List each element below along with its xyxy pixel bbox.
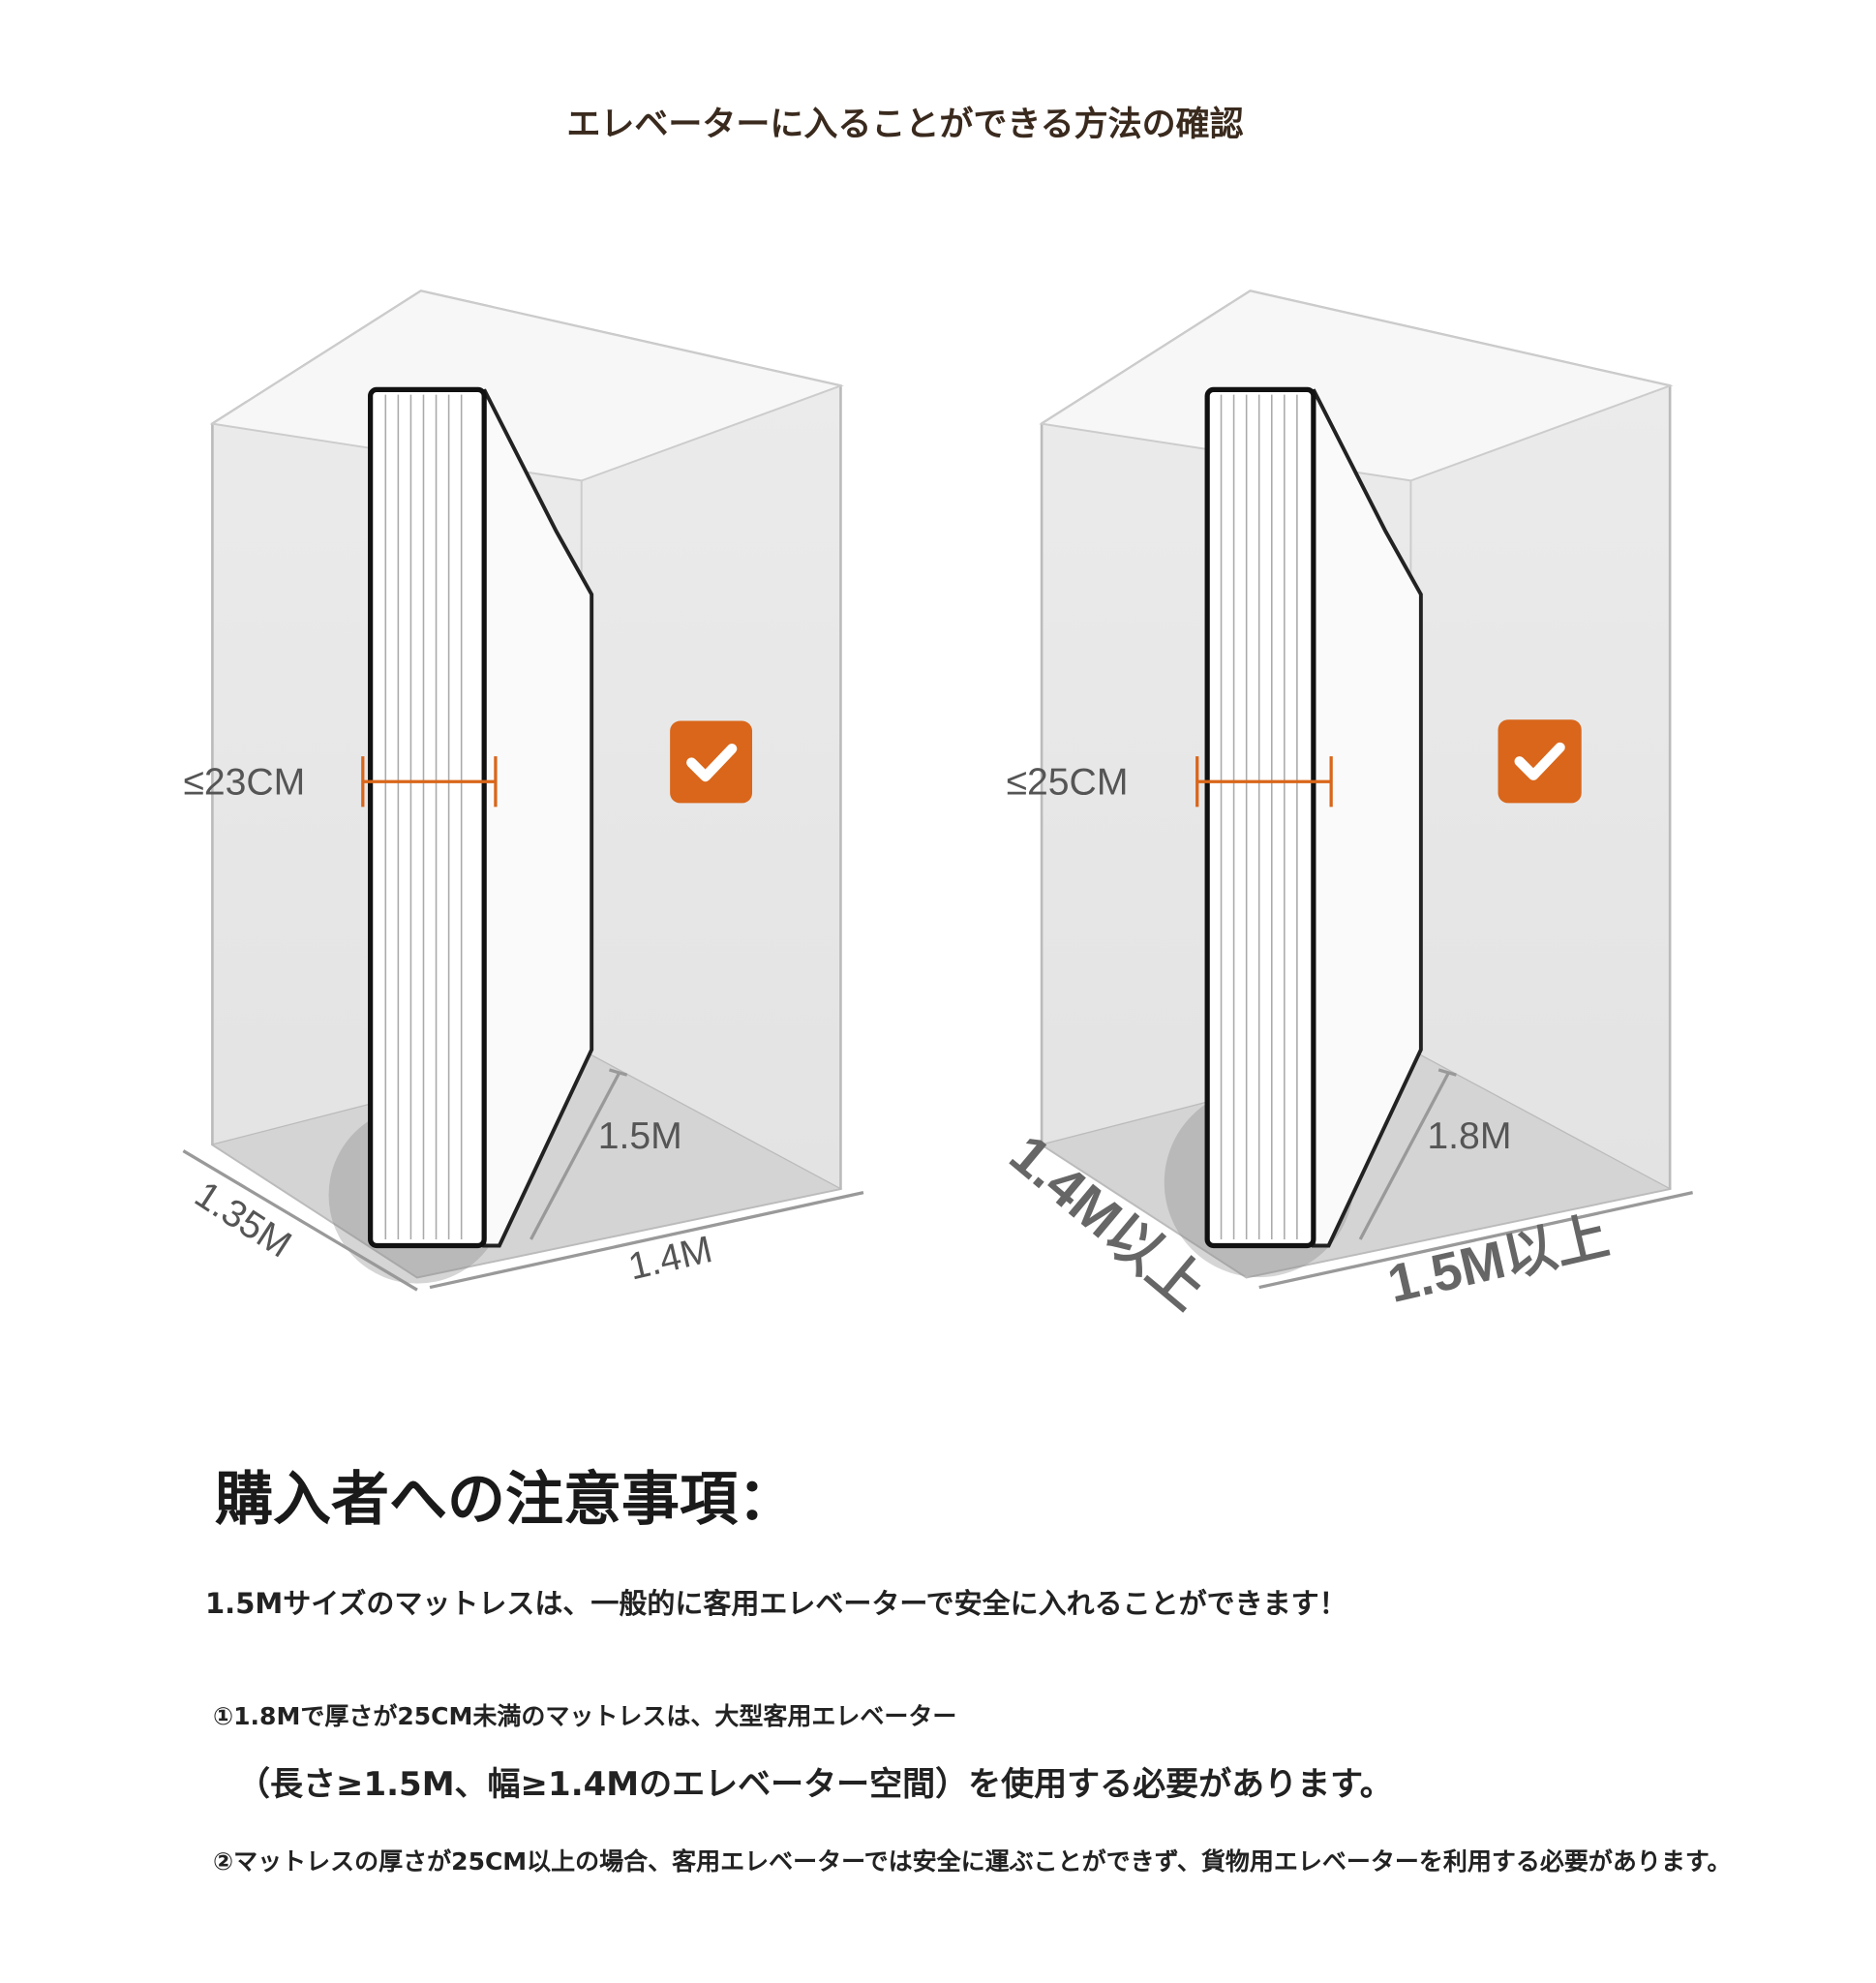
length-label: 1.8M (1427, 1115, 1511, 1157)
thickness-label: ≤23CM (183, 761, 305, 803)
elevator-diagram-right: ≤25CM 1.8M 1.4M以上 1.5M以上 (998, 290, 1693, 1322)
thickness-measure (1195, 756, 1333, 808)
check-badge (670, 720, 753, 804)
width-label: 1.4M (624, 1229, 716, 1288)
note-item-2: ②マットレスの厚さが25CM以上の場合、客用エレベーターでは安全に運ぶことができ… (213, 1847, 1732, 1876)
length-label: 1.5M (598, 1115, 682, 1157)
mattress-front (368, 386, 487, 1249)
thickness-measure (361, 756, 498, 808)
note-item-1-detail: （長さ≥1.5M、幅≥1.4Mのエレベーター空間）を使用する必要があります。 (237, 1765, 1393, 1804)
elevator-diagram-left: ≤23CM 1.5M 1.35M 1.4M (182, 290, 864, 1292)
notes-intro: 1.5Mサイズのマットレスは、一般的に客用エレベーターで安全に入れることができま… (205, 1587, 1347, 1620)
mattress-side (1311, 388, 1423, 1248)
check-icon (1514, 742, 1565, 780)
check-icon (686, 744, 738, 782)
mattress-side (482, 388, 594, 1248)
note-item-1: ①1.8Mで厚さが25CM未満のマットレスは、大型客用エレベーター (213, 1702, 957, 1730)
thickness-label: ≤25CM (1007, 761, 1129, 803)
notes-heading: 購入者への注意事項： (215, 1466, 796, 1534)
page-title: エレベーターに入ることができる方法の確認 (566, 106, 1244, 144)
